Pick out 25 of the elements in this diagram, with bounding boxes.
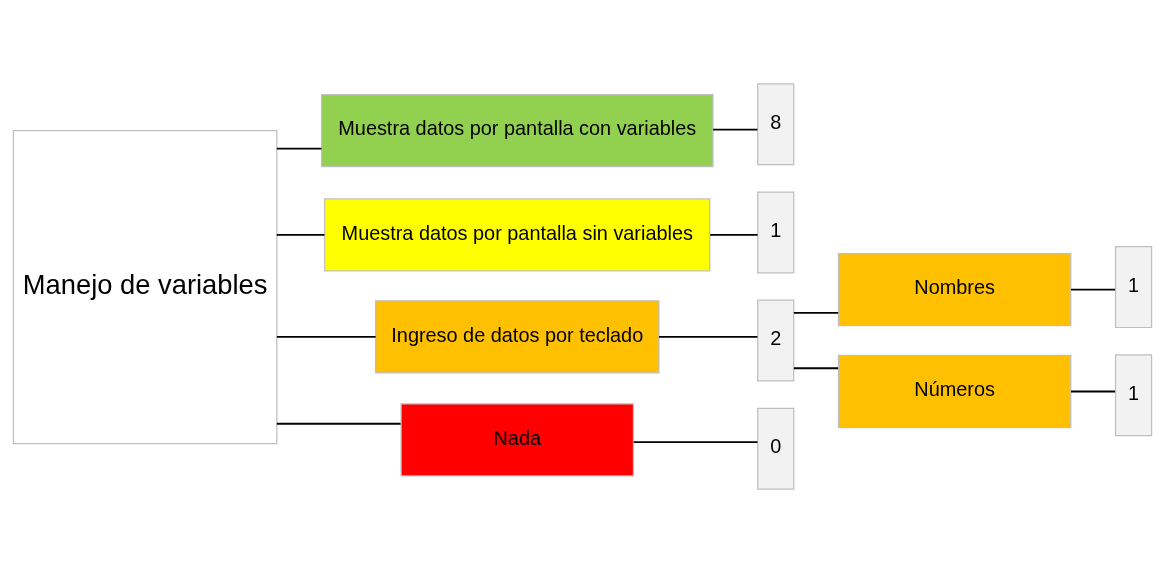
node-box: Muestra datos por pantalla sin variables	[324, 198, 711, 272]
connector	[1070, 390, 1116, 393]
node-box: Manejo de variables	[12, 129, 278, 445]
connector	[275, 335, 377, 338]
node-box: Ingreso de datos por teclado	[375, 300, 660, 374]
connector	[632, 441, 759, 444]
node-box: 1	[757, 191, 795, 274]
node-box: 2	[757, 299, 795, 382]
connector	[712, 128, 759, 131]
node-box: Números	[837, 354, 1072, 429]
connector	[658, 335, 759, 338]
connector	[1070, 288, 1116, 291]
node-box: Nombres	[837, 252, 1072, 327]
node-box: 1	[1114, 246, 1153, 329]
connector	[709, 234, 759, 236]
connector	[275, 147, 323, 150]
connector	[275, 422, 402, 425]
connector	[275, 234, 326, 236]
node-box: 0	[757, 407, 795, 490]
connector	[792, 367, 840, 370]
node-box: Muestra datos por pantalla con variables	[320, 93, 714, 168]
connector	[792, 311, 840, 314]
node-box: 1	[1114, 354, 1153, 437]
node-box: Nada	[400, 403, 635, 477]
node-box: 8	[757, 83, 795, 166]
